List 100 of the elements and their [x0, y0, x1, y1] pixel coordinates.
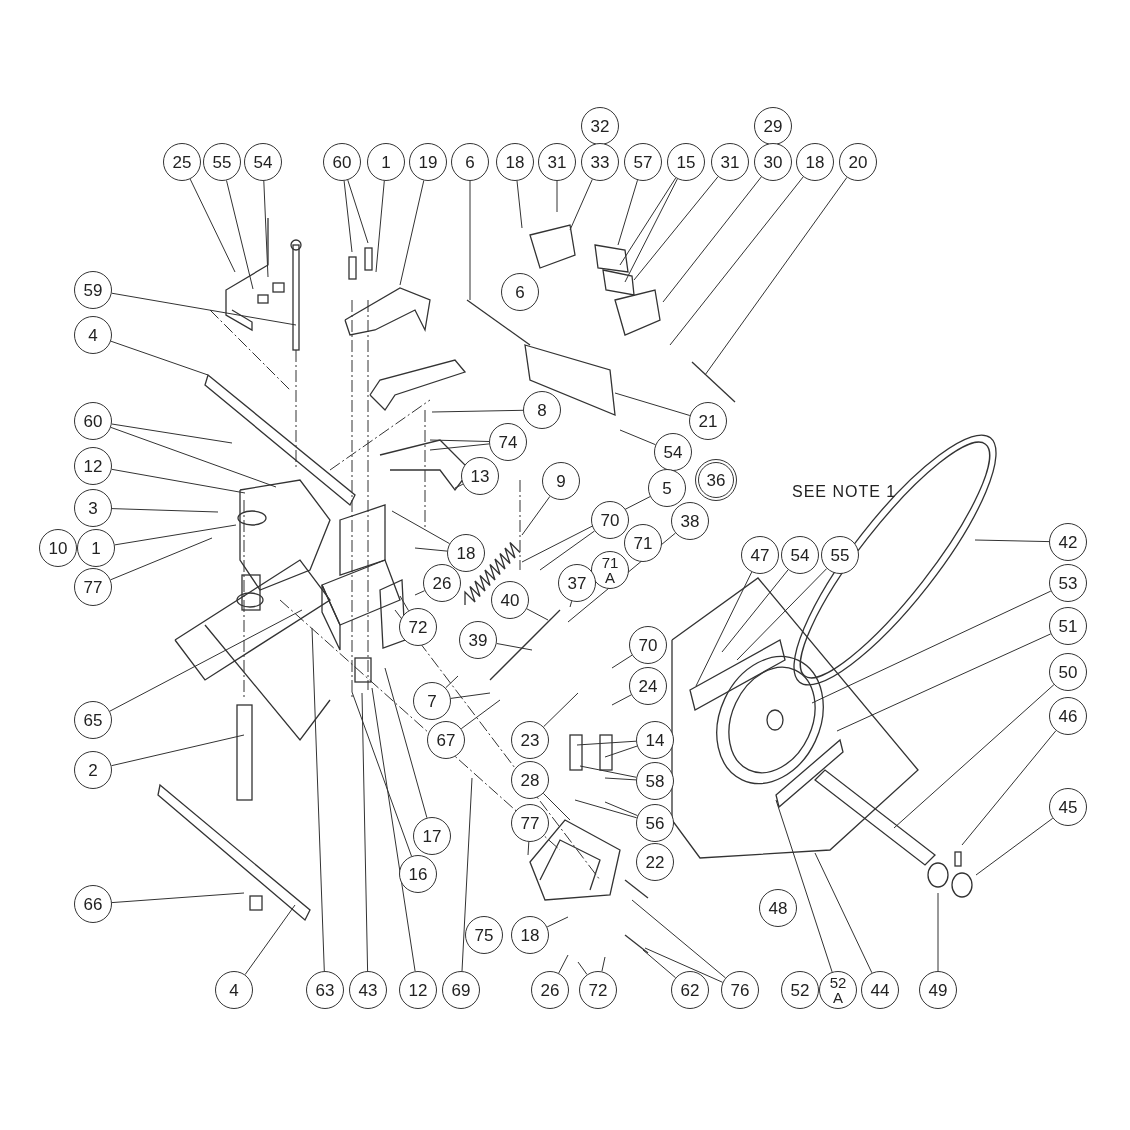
callout-number: 16 — [399, 855, 437, 893]
leader-line — [431, 409, 524, 413]
leader-line — [556, 180, 558, 213]
callout-number: 18 — [496, 143, 534, 181]
callout-number: 12 — [399, 971, 437, 1009]
leader-line — [614, 392, 691, 416]
leader-line — [961, 730, 1057, 846]
callout-number: 53 — [1049, 564, 1087, 602]
callout-number: 10 — [39, 529, 77, 567]
callout-number: 51 — [1049, 607, 1087, 645]
callout-number: 30 — [754, 143, 792, 181]
leader-line — [974, 539, 1050, 543]
callout-number: 18 — [796, 143, 834, 181]
callout-number: 31 — [711, 143, 749, 181]
leader-line — [624, 178, 678, 283]
leader-line — [461, 777, 473, 972]
callout-number: 6 — [501, 273, 539, 311]
leader-line — [574, 799, 638, 819]
callout-number: 46 — [1049, 697, 1087, 735]
leader-line — [669, 176, 804, 346]
leader-line — [114, 524, 237, 546]
leader-line — [311, 627, 325, 972]
callout-number: 31 — [538, 143, 576, 181]
leader-line — [619, 429, 656, 446]
leader-line — [414, 590, 426, 596]
callout-number: 36 — [695, 459, 737, 501]
callout-number: 67 — [427, 721, 465, 759]
callout-number: 18 — [447, 534, 485, 572]
callout-number: 3 — [74, 489, 112, 527]
leader-line — [704, 176, 848, 376]
leader-line — [399, 180, 425, 286]
leader-line — [814, 852, 873, 974]
callout-number: 1 — [77, 529, 115, 567]
leader-line — [111, 734, 245, 767]
callout-number: 49 — [919, 971, 957, 1009]
callout-number: 8 — [523, 391, 561, 429]
leader-line — [226, 180, 254, 290]
callout-number: 22 — [636, 843, 674, 881]
leader-line — [601, 956, 606, 972]
callout-number: 63 — [306, 971, 344, 1009]
callout-number: 60 — [323, 143, 361, 181]
leader-line — [569, 600, 573, 608]
leader-line — [526, 608, 549, 621]
callout-number: 12 — [74, 447, 112, 485]
leader-line — [579, 765, 637, 778]
callout-number: 44 — [861, 971, 899, 1009]
callout-number: 39 — [459, 621, 497, 659]
callout-number: 13 — [461, 457, 499, 495]
leader-line — [351, 691, 412, 857]
callout-number: 33 — [581, 143, 619, 181]
callout-number: 37 — [558, 564, 596, 602]
leader-line — [469, 180, 471, 301]
callout-number: 45 — [1049, 788, 1087, 826]
callout-number: 15 — [667, 143, 705, 181]
leader-line — [399, 595, 409, 612]
callout-number: 54 — [781, 536, 819, 574]
leader-line — [975, 817, 1054, 876]
leader-line — [577, 961, 588, 975]
callout-number: 26 — [423, 564, 461, 602]
callout-number: 42 — [1049, 523, 1087, 561]
leader-line — [414, 547, 448, 552]
leader-line — [189, 178, 236, 273]
leader-line — [391, 510, 450, 545]
leader-line — [454, 483, 464, 489]
callout-number: 25 — [163, 143, 201, 181]
callout-number: 65 — [74, 701, 112, 739]
leader-line — [110, 426, 277, 488]
leader-line — [111, 892, 245, 904]
callout-number: 59 — [74, 271, 112, 309]
leader-line — [611, 654, 633, 669]
leader-line — [111, 423, 233, 444]
leader-line — [429, 443, 490, 451]
callout-number: 48 — [759, 889, 797, 927]
leader-line — [110, 340, 209, 376]
leader-line — [546, 916, 569, 928]
callout-number: 76 — [721, 971, 759, 1009]
leader-line — [633, 176, 719, 281]
callout-number: 28 — [511, 761, 549, 799]
leader-line — [109, 609, 303, 712]
leader-line — [721, 569, 789, 653]
leader-line — [460, 699, 501, 730]
leader-line — [604, 745, 638, 758]
callout-number: 71 A — [591, 551, 629, 589]
callout-number: 70 — [629, 626, 667, 664]
leader-line — [695, 571, 753, 687]
callout-number: 23 — [511, 721, 549, 759]
callout-number: 2 — [74, 751, 112, 789]
callout-number: 18 — [511, 916, 549, 954]
callout-number: 57 — [624, 143, 662, 181]
callout-number: 66 — [74, 885, 112, 923]
leader-line — [604, 777, 637, 781]
callout-number: 5 — [648, 469, 686, 507]
callout-number: 14 — [636, 721, 674, 759]
callout-number: 77 — [74, 568, 112, 606]
leader-line — [543, 692, 579, 728]
callout-number: 19 — [409, 143, 447, 181]
callout-number: 77 — [511, 804, 549, 842]
leader-line — [569, 178, 593, 231]
leader-line — [644, 947, 724, 983]
callout-number: 43 — [349, 971, 387, 1009]
